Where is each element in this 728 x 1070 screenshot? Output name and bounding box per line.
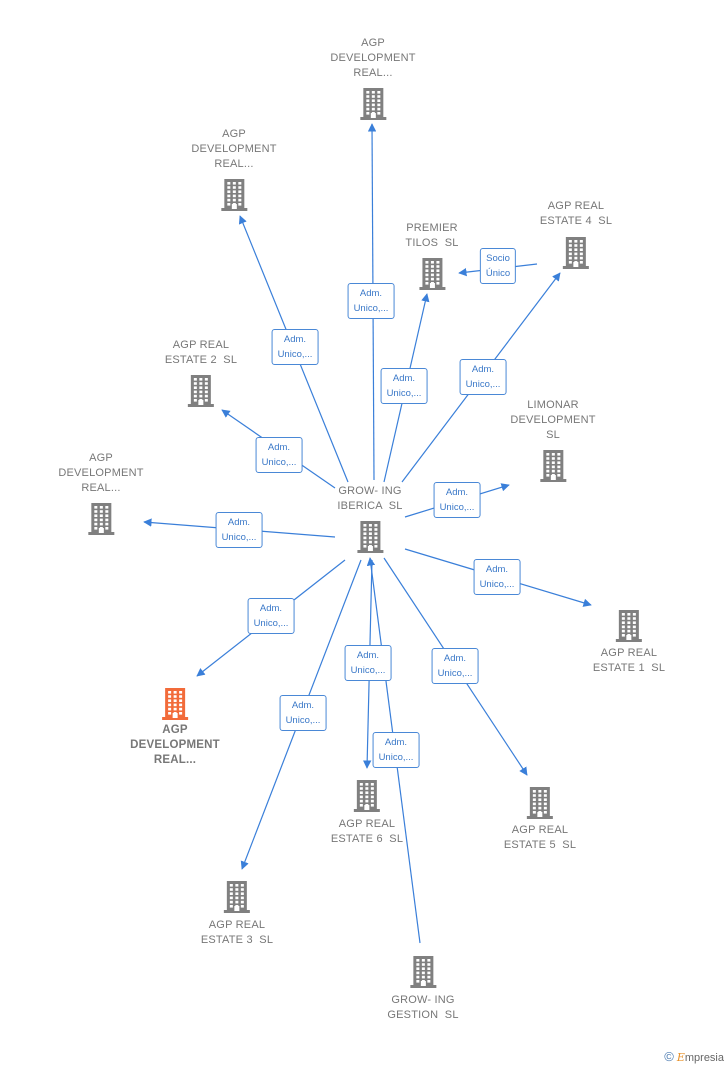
company-node[interactable]: AGP REAL ESTATE 5 SL — [504, 785, 576, 853]
brand-initial: E — [676, 1051, 685, 1064]
building-icon — [526, 787, 553, 819]
relationship-label[interactable]: Adm. Unico,... — [215, 512, 263, 548]
company-name: AGP DEVELOPMENT REAL... — [130, 724, 220, 766]
building-icon — [221, 179, 247, 211]
relationship-label[interactable]: Adm. Unico,... — [380, 368, 428, 404]
copyright-icon: © — [664, 1049, 674, 1064]
company-node[interactable]: AGP REAL ESTATE 6 SL — [331, 778, 403, 847]
building-icon — [540, 450, 566, 482]
company-node[interactable]: AGP REAL ESTATE 1 SL — [593, 608, 665, 676]
building-icon — [223, 881, 250, 913]
company-name: AGP REAL ESTATE 4 SL — [539, 200, 613, 227]
relationship-label[interactable]: Adm. Unico,... — [433, 482, 481, 518]
company-name: AGP REAL ESTATE 5 SL — [503, 824, 577, 851]
company-name: AGP REAL ESTATE 2 SL — [164, 339, 238, 366]
relationship-label[interactable]: Adm. Unico,... — [347, 283, 395, 319]
company-node[interactable]: LIMONAR DEVELOPMENT SL — [510, 398, 595, 482]
company-name: LIMONAR DEVELOPMENT SL — [510, 399, 596, 441]
company-node[interactable]: AGP DEVELOPMENT REAL... — [330, 36, 415, 120]
company-node[interactable]: AGP REAL ESTATE 3 SL — [201, 879, 273, 948]
company-name: PREMIER TILOS SL — [405, 222, 459, 249]
company-node[interactable]: PREMIER TILOS SL — [405, 221, 458, 290]
building-icon — [615, 610, 642, 642]
building-icon — [360, 88, 386, 120]
building-icon — [88, 503, 114, 535]
company-node[interactable]: AGP DEVELOPMENT REAL... — [191, 127, 276, 211]
company-node[interactable]: AGP REAL ESTATE 2 SL — [165, 338, 237, 407]
company-name: AGP REAL ESTATE 3 SL — [200, 919, 274, 946]
company-name: AGP REAL ESTATE 1 SL — [592, 647, 666, 674]
company-name: GROW- ING GESTION SL — [387, 994, 459, 1021]
empresia-watermark[interactable]: © Empresia — [664, 1049, 724, 1064]
building-icon — [419, 258, 445, 290]
company-node[interactable]: AGP REAL ESTATE 4 SL — [540, 199, 612, 269]
relationship-label[interactable]: Adm. Unico,... — [271, 329, 319, 365]
building-icon — [410, 956, 436, 988]
company-node[interactable]: GROW- ING GESTION SL — [387, 954, 458, 1023]
company-node[interactable]: AGP DEVELOPMENT REAL... — [58, 451, 143, 535]
company-name: AGP DEVELOPMENT REAL... — [58, 452, 144, 494]
building-icon — [562, 237, 589, 269]
relationship-label[interactable]: Socio Único — [479, 248, 517, 284]
relationship-label[interactable]: Adm. Unico,... — [279, 695, 327, 731]
company-node[interactable]: AGP DEVELOPMENT REAL... — [130, 686, 220, 768]
company-name: AGP REAL ESTATE 6 SL — [330, 818, 404, 845]
building-icon — [187, 375, 214, 407]
relationship-label[interactable]: Adm. Unico,... — [372, 732, 420, 768]
relationship-label[interactable]: Adm. Unico,... — [431, 648, 479, 684]
company-name: AGP DEVELOPMENT REAL... — [191, 128, 277, 170]
company-name: AGP DEVELOPMENT REAL... — [330, 37, 416, 79]
relationship-label[interactable]: Adm. Unico,... — [247, 598, 295, 634]
building-icon — [162, 688, 188, 720]
relationship-label[interactable]: Adm. Unico,... — [459, 359, 507, 395]
brand-name: mpresia — [684, 1052, 724, 1064]
building-icon — [356, 521, 383, 553]
relationship-label[interactable]: Adm. Unico,... — [255, 437, 303, 473]
relationship-label[interactable]: Adm. Unico,... — [473, 559, 521, 595]
company-name: GROW- ING IBERICA SL — [337, 485, 403, 512]
center-company-node[interactable]: GROW- ING IBERICA SL — [337, 484, 402, 553]
relationship-label[interactable]: Adm. Unico,... — [344, 645, 392, 681]
building-icon — [353, 780, 380, 812]
